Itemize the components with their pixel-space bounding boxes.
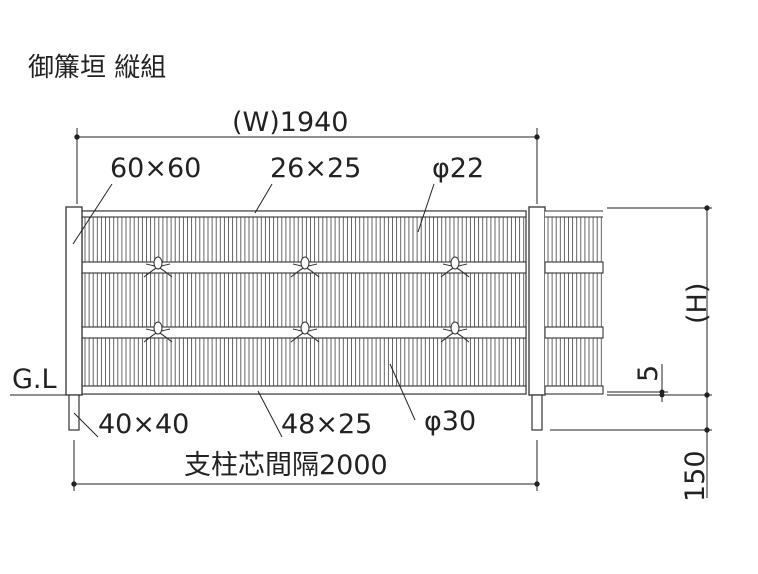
width-dimension	[74, 128, 540, 204]
center-post-foot	[531, 394, 543, 431]
continuation-bamboo-slats	[547, 217, 602, 386]
height-dimension	[550, 205, 712, 498]
spacing-dimension	[71, 440, 540, 491]
height-label: (H)	[682, 283, 713, 324]
bottom-bamboo-diameter-label: φ30	[424, 406, 476, 437]
center-post	[528, 206, 546, 396]
gap-label: 5	[633, 365, 664, 382]
fence-panel	[65, 206, 604, 431]
post-spacing-label: 支柱芯間隔2000	[184, 450, 388, 481]
left-post-foot	[68, 394, 80, 431]
vertical-bamboo-slats	[84, 217, 525, 386]
bottom-rail	[81, 385, 527, 395]
top-rail-size-label: 26×25	[270, 153, 361, 184]
top-bamboo-diameter-label: φ22	[432, 153, 484, 184]
left-post	[65, 206, 83, 396]
drawing-title: 御簾垣 縦組	[28, 53, 166, 83]
bottom-rail-size-label: 48×25	[281, 409, 372, 440]
rope-ties	[143, 256, 470, 343]
top-rail	[81, 210, 527, 218]
leader-lines	[72, 183, 435, 438]
embed-depth-label: 150	[680, 450, 711, 502]
foot-post-size-label: 40×40	[98, 409, 189, 440]
ground-level-label: G.L	[12, 364, 57, 395]
width-label: (W)1940	[232, 107, 348, 138]
post-size-label: 60×60	[110, 153, 201, 184]
